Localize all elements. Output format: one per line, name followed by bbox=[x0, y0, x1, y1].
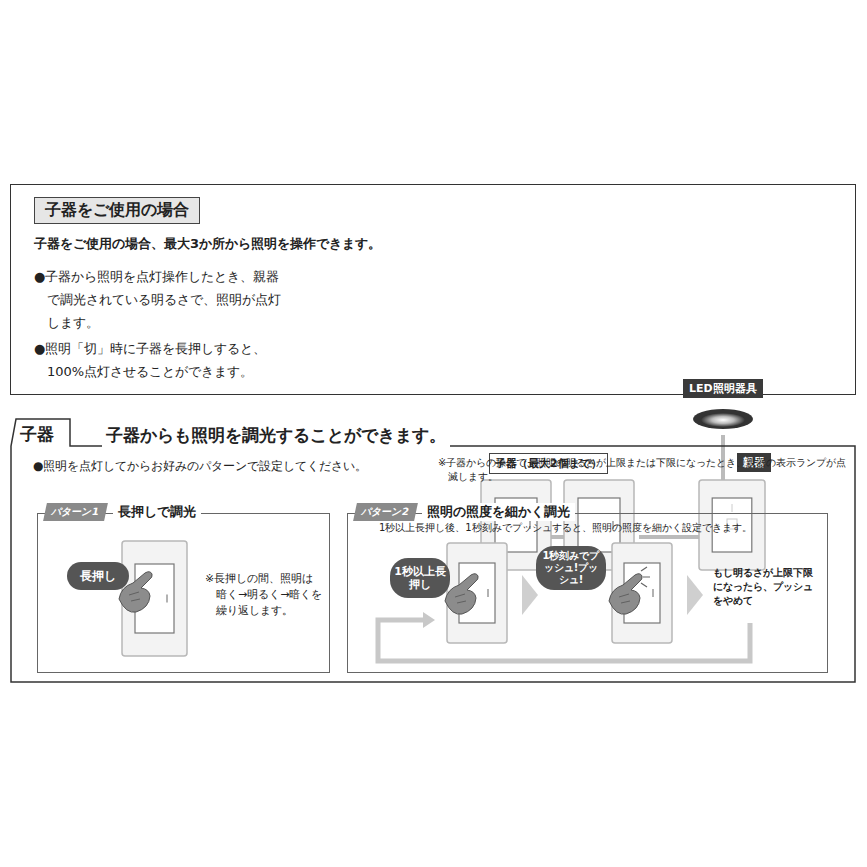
section-heading: 子器をご使用の場合 bbox=[34, 197, 200, 224]
pattern-title: 照明の照度を細かく調光 bbox=[422, 503, 575, 521]
instruction-text: ●照明を点灯してからお好みのパターンで設定してください。 bbox=[33, 458, 367, 475]
callout-bubble: 1秒刻みでプッシュ!プッシュ! bbox=[536, 546, 606, 590]
wire-connector bbox=[639, 535, 695, 539]
callout-bubble: 1秒以上長押し bbox=[390, 558, 450, 598]
callout-text: 長押し bbox=[80, 568, 116, 585]
wire-connector bbox=[721, 435, 725, 453]
pattern-note: ※長押しの間、照明は暗く→明るく→暗くを繰り返します。 bbox=[205, 571, 323, 619]
led-lamp: LED照明器具 bbox=[673, 379, 773, 435]
intro-text: 子器をご使用の場合、最大3か所から照明を操作できます。 bbox=[34, 235, 381, 253]
callout-text: 1秒以上長押し bbox=[394, 565, 446, 591]
pattern-box: パターン2照明の照度を細かく調光1秒以上長押し後、1秒刻みでプッシュすると、照明… bbox=[347, 513, 828, 673]
bullet-note: ●子器から照明を点灯操作したとき、親器で調光されている明るさで、照明が点灯します… bbox=[34, 265, 286, 334]
pattern-tag: パターン2 bbox=[353, 503, 418, 521]
callout-bubble: 長押し bbox=[67, 562, 129, 590]
bullet-note: ●照明「切」時に子器を長押しすると、100%点灯させることができます。 bbox=[34, 337, 286, 383]
pattern-title: 長押しで調光 bbox=[113, 503, 201, 521]
pattern-tag: パターン1 bbox=[43, 503, 108, 521]
section-heading: 子器からも照明を調光することができます。 bbox=[102, 424, 450, 447]
pattern-box: パターン1長押しで調光※長押しの間、照明は暗く→明るく→暗くを繰り返します。長押… bbox=[37, 513, 330, 673]
lamp-label: LED照明器具 bbox=[683, 379, 763, 398]
section-panel: 子器 子器からも照明を調光することができます。 ●照明を点灯してからお好みのパターン… bbox=[10, 418, 856, 683]
section-panel: 子器をご使用の場合子器をご使用の場合、最大3か所から照明を操作できます。 ●子器か… bbox=[10, 184, 856, 395]
pattern-note: 1秒以上長押し後、1秒刻みでプッシュすると、照明の照度を細かく設定できます。 bbox=[379, 521, 752, 535]
section-tab: 子器 bbox=[10, 419, 64, 450]
footnote: ※子器からの操作で、照明の明るさが上限または下限になったとき、親器の表示ランプが… bbox=[438, 456, 848, 484]
note-label: もし明るさが上限下限になったら、プッシュをやめて bbox=[713, 566, 821, 608]
callout-text: 1秒刻みでプッシュ!プッシュ! bbox=[540, 550, 602, 586]
